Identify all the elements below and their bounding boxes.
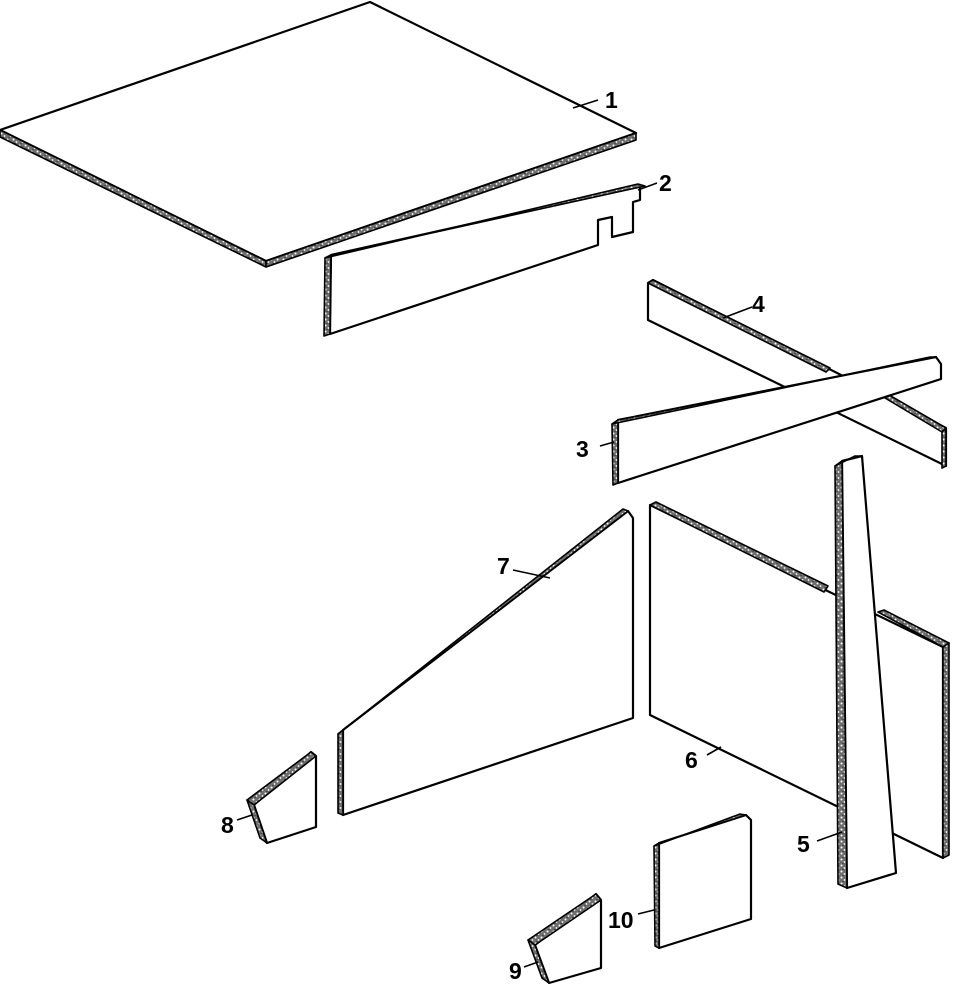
callout-7: 7 [497, 553, 510, 579]
leader-5 [816, 831, 843, 842]
part-3-tapered-rail [611, 355, 943, 486]
leader-9 [523, 961, 539, 968]
callout-3: 3 [576, 436, 589, 462]
leader-10 [637, 909, 655, 915]
callout-1: 1 [605, 87, 618, 113]
leader-8 [236, 814, 253, 821]
callout-6: 6 [685, 747, 698, 773]
callout-9: 9 [509, 958, 522, 984]
leader-1 [572, 99, 599, 109]
leader-7 [512, 569, 551, 579]
part-1-top-panel [0, 0, 638, 268]
part-2-notched-rail [323, 183, 646, 337]
leader-3 [599, 441, 615, 447]
part-5-tall-upright [834, 454, 898, 890]
part-6-side-panel [648, 501, 950, 860]
part-8-small-wedge [246, 750, 318, 845]
part-4-back-rail [646, 278, 948, 469]
leader-4 [722, 306, 753, 319]
leader-2 [637, 182, 658, 191]
callout-8: 8 [221, 812, 234, 838]
part-10-square-block [653, 813, 753, 950]
callout-10: 10 [608, 907, 634, 933]
callout-labels: 1 2 3 4 5 6 7 8 9 10 [221, 87, 810, 984]
callout-2: 2 [659, 170, 672, 196]
leader-lines [236, 99, 843, 968]
part-7-triangular-gusset [337, 508, 635, 817]
callout-5: 5 [797, 831, 810, 857]
part-9-small-wedge [527, 892, 603, 985]
leader-6 [706, 746, 722, 756]
callout-4: 4 [752, 291, 765, 317]
